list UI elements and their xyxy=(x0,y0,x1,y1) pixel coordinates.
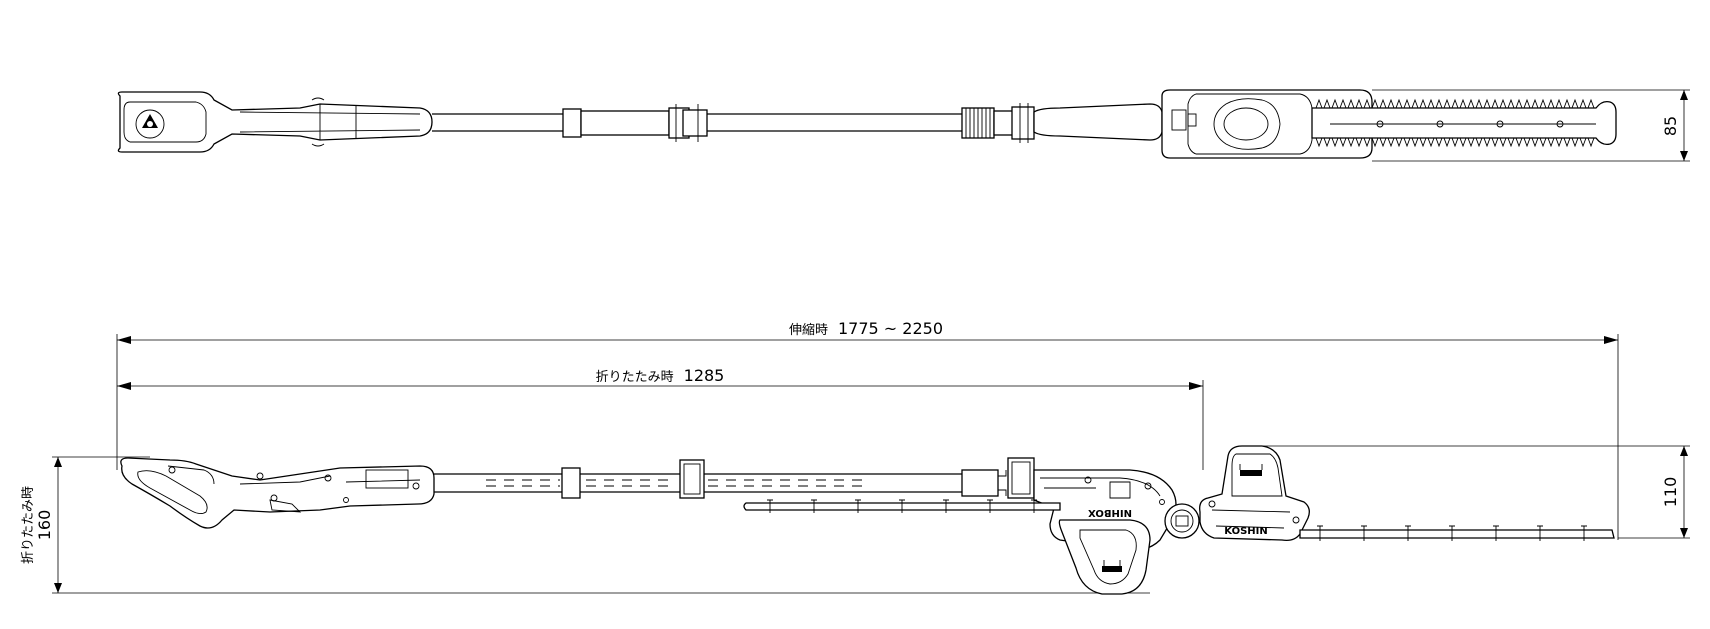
top-tube-joint xyxy=(562,108,582,138)
side-front-grip xyxy=(961,469,999,497)
right-blade-bolts xyxy=(1317,525,1587,541)
top-motor-head xyxy=(1161,89,1373,159)
dim-folded-height-value: 160 xyxy=(35,510,54,541)
top-blade xyxy=(1311,100,1617,146)
dim-height-110: 110 xyxy=(1661,477,1680,508)
side-head-housing xyxy=(1199,445,1310,542)
brand-label-head: KOSHIN xyxy=(1224,526,1267,537)
side-blade xyxy=(1299,529,1615,539)
dim-width-85: 85 xyxy=(1661,116,1680,136)
top-blade-teeth xyxy=(1315,98,1595,148)
side-pivot-dial xyxy=(1164,503,1200,539)
side-rear-handle xyxy=(120,457,435,529)
top-view: 85 xyxy=(117,89,1690,162)
side-view: NIHBOX KOSHIN xyxy=(120,445,1615,595)
brand-label-guard: NIHBOX xyxy=(1088,507,1132,518)
top-rear-handle xyxy=(117,91,433,153)
dim-folded-height: 折りたたみ時 xyxy=(21,486,36,564)
side-tube-joint xyxy=(561,467,581,499)
lower-blade-bolts xyxy=(767,499,1037,513)
